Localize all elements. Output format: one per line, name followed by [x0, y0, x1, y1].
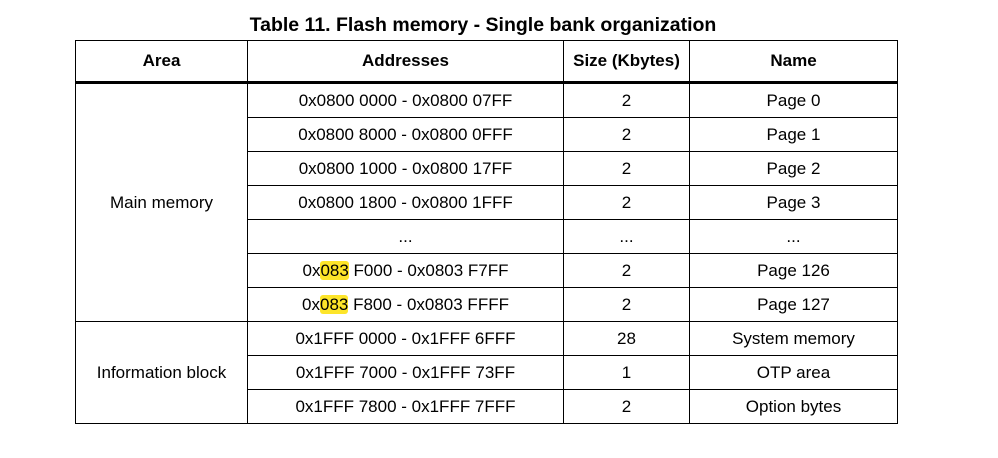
header-size: Size (Kbytes) [563, 40, 690, 84]
flash-memory-table: Area Addresses Size (Kbytes) Name Main m… [75, 40, 898, 424]
name-cell: Page 0 [689, 82, 898, 118]
table-row: 0x1FFF 7000 - 0x1FFF 73FF 1 OTP area [76, 355, 898, 390]
name-cell: Page 126 [689, 253, 898, 288]
address-suffix: F000 - 0x0803 F7FF [348, 260, 509, 280]
size-cell: 2 [563, 151, 690, 186]
address-cell: 0x0800 8000 - 0x0800 0FFF [247, 117, 564, 152]
table-row: 0x083 F800 - 0x0803 FFFF 2 Page 127 [76, 287, 898, 322]
highlighted-text: 083 [320, 260, 349, 280]
header-row: Area Addresses Size (Kbytes) Name [75, 40, 898, 84]
size-cell: 28 [563, 321, 690, 356]
area-cell-main-memory: Main memory [75, 82, 248, 322]
table-row: Main memory 0x0800 0000 - 0x0800 07FF 2 … [75, 82, 898, 322]
highlighted-text: 083 [319, 294, 349, 314]
address-cell: 0x1FFF 7000 - 0x1FFF 73FF [247, 355, 564, 390]
name-cell: ... [689, 219, 898, 254]
table-row: 0x083 F000 - 0x0803 F7FF 2 Page 126 [76, 253, 898, 288]
size-cell: 2 [563, 287, 690, 322]
table-row-ellipsis: ... ... ... [76, 219, 898, 254]
address-cell: 0x1FFF 0000 - 0x1FFF 6FFF [247, 321, 564, 356]
table-row: Information block 0x1FFF 0000 - 0x1FFF 6… [75, 321, 898, 424]
table-row: 0x0800 8000 - 0x0800 0FFF 2 Page 1 [76, 117, 898, 152]
header-name: Name [689, 40, 898, 84]
size-cell: 2 [563, 253, 690, 288]
size-cell: 1 [563, 355, 690, 390]
address-prefix: 0x [302, 294, 320, 314]
name-cell: Page 127 [689, 287, 898, 322]
header-area: Area [75, 40, 248, 84]
name-cell: OTP area [689, 355, 898, 390]
table-row: 0x1FFF 7800 - 0x1FFF 7FFF 2 Option bytes [76, 389, 898, 424]
name-cell: Page 1 [689, 117, 898, 152]
address-cell: 0x1FFF 7800 - 0x1FFF 7FFF [247, 389, 564, 424]
area-cell-information-block: Information block [75, 321, 248, 424]
size-cell: 2 [563, 185, 690, 220]
address-suffix: F800 - 0x0803 FFFF [348, 294, 509, 314]
name-cell: Option bytes [689, 389, 898, 424]
address-cell: 0x083 F000 - 0x0803 F7FF [247, 253, 564, 288]
address-cell: 0x0800 1000 - 0x0800 17FF [247, 151, 564, 186]
size-cell: 2 [563, 82, 690, 118]
size-cell: 2 [563, 117, 690, 152]
address-cell: 0x0800 0000 - 0x0800 07FF [247, 82, 564, 118]
address-cell: 0x083 F800 - 0x0803 FFFF [247, 287, 564, 322]
address-prefix: 0x [302, 260, 321, 280]
size-cell: ... [563, 219, 690, 254]
address-cell: 0x0800 1800 - 0x0800 1FFF [247, 185, 564, 220]
address-cell: ... [247, 219, 564, 254]
name-cell: System memory [689, 321, 898, 356]
name-cell: Page 2 [689, 151, 898, 186]
header-addresses: Addresses [247, 40, 564, 84]
table-caption: Table 11. Flash memory - Single bank org… [249, 14, 717, 36]
size-cell: 2 [563, 389, 690, 424]
name-cell: Page 3 [689, 185, 898, 220]
